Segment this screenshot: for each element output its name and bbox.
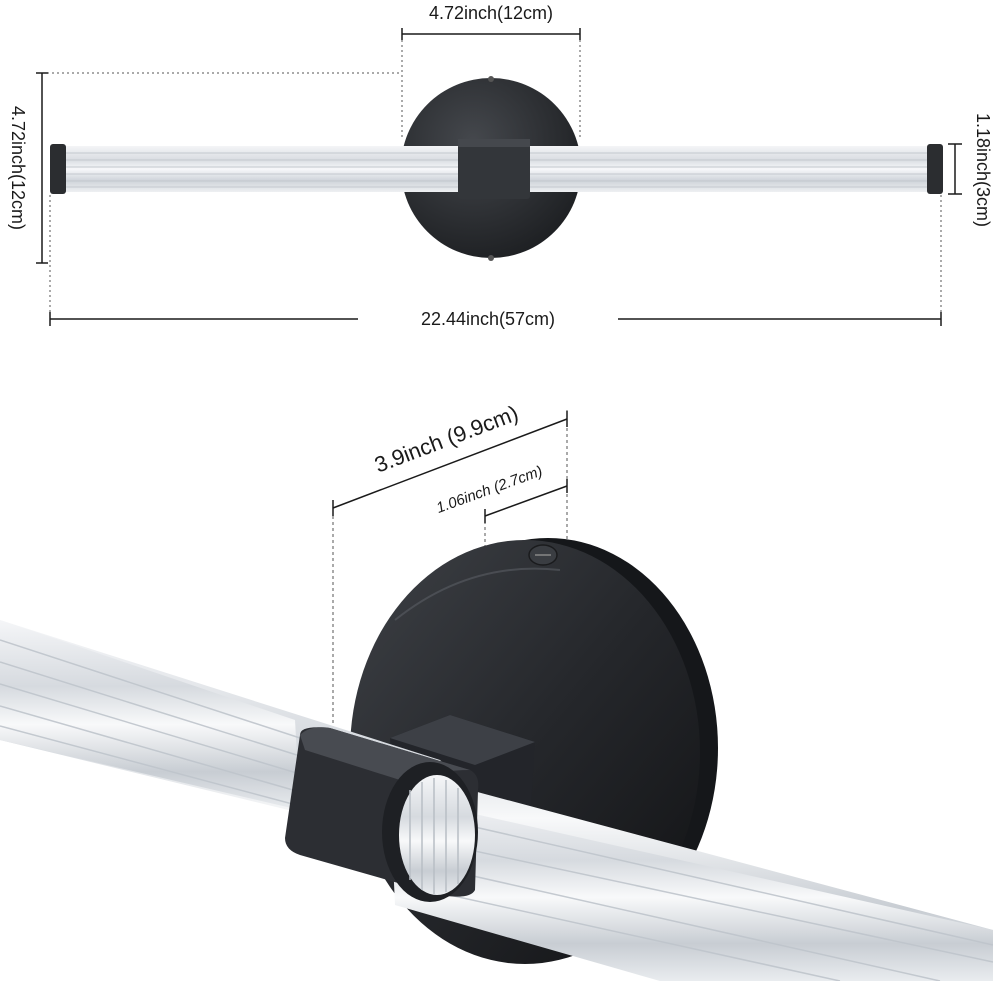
label-plate-width: 4.72inch(12cm) [429,3,553,23]
label-plate-height: 4.72inch(12cm) [8,106,28,230]
label-base-depth: 1.06inch (2.7cm) [434,463,545,517]
center-clamp [458,139,530,199]
side-view: 3.9inch (9.9cm) 1.06inch (2.7cm) [0,400,993,981]
front-view: 4.72inch(12cm) 4.72inch(12cm) 1.18inch(3… [8,3,993,329]
end-cap-left [50,144,66,194]
label-tube-diameter: 1.18inch(3cm) [973,113,993,227]
screw-bottom [488,255,494,261]
screw-top [488,76,494,82]
label-total-length: 22.44inch(57cm) [421,309,555,329]
dim-line-depth [332,418,568,509]
dim-line-base-depth [484,485,568,517]
end-cap-right [927,144,943,194]
label-depth: 3.9inch (9.9cm) [371,400,522,477]
